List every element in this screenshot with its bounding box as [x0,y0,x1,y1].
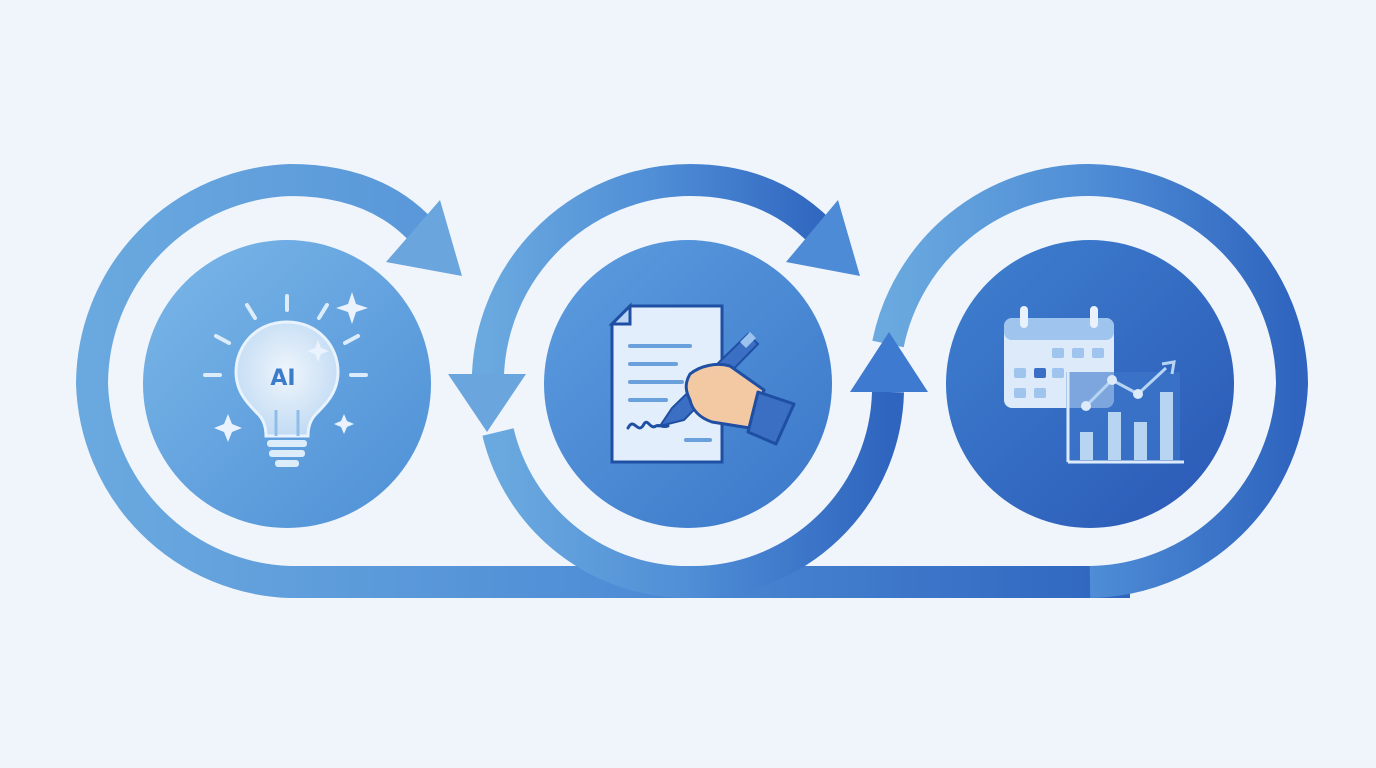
arrowheads [386,200,928,432]
loop-arrow-left [75,163,1130,598]
arrowhead-middle-down [448,374,526,432]
ai-lightbulb-icon: AI [203,292,368,467]
loop-arrow-right [872,163,1309,598]
ai-label: AI [270,366,295,391]
document-signing-icon [608,302,796,464]
arrowhead-right-up [850,332,928,392]
flow-arrows [75,163,1309,599]
loop-arrow-middle-top [471,163,840,393]
loop-arrow-middle-bottom [482,391,904,599]
arrowhead-middle-top [786,200,860,276]
calendar-analytics-icon [1004,306,1184,464]
arrowhead-left-loop [386,200,462,276]
